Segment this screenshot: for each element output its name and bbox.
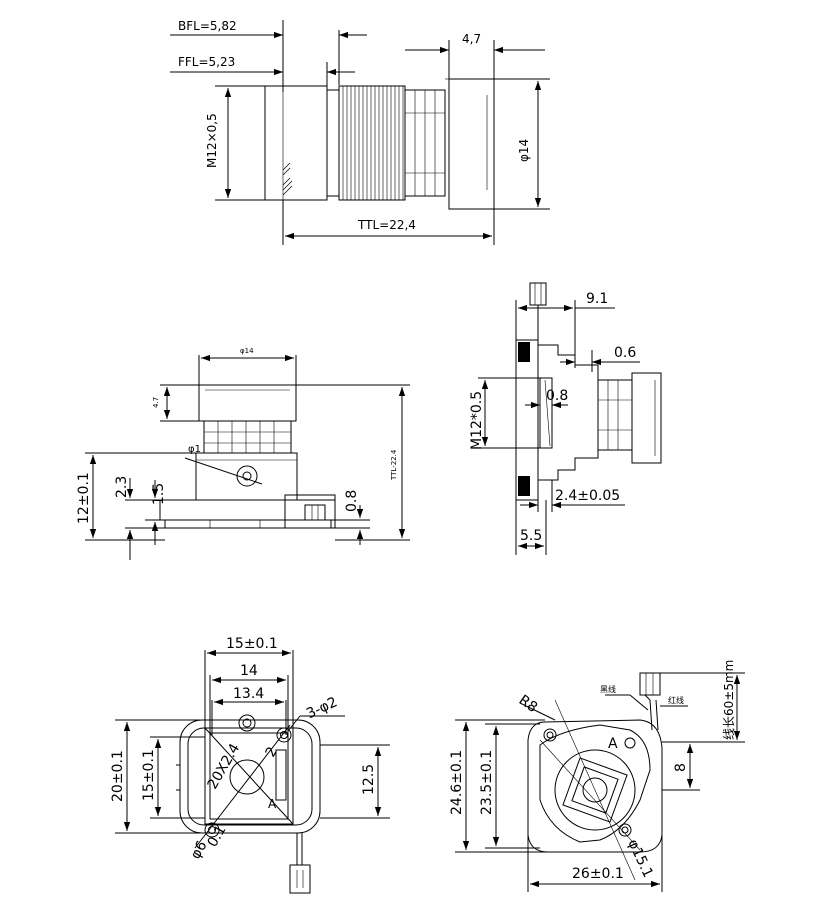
side-lens-top bbox=[198, 384, 297, 422]
side-connector bbox=[284, 494, 336, 529]
top-view: BFL=5,82 FFL=5,23 4,7 M12×0,5 φ14 TTL=22… bbox=[170, 19, 550, 245]
rear-w26-label: 26±0.1 bbox=[572, 866, 624, 882]
side-ribbed-ring bbox=[203, 420, 292, 454]
rear-board bbox=[527, 719, 663, 853]
side-height-label: 4.7 bbox=[152, 397, 160, 408]
side-pcb bbox=[159, 499, 336, 521]
rear-a-label: A bbox=[608, 736, 618, 752]
rear-h8-label: 8 bbox=[673, 763, 689, 772]
front-sensor bbox=[229, 759, 265, 795]
section-d06-label: 0.6 bbox=[614, 345, 636, 361]
side-diameter-label: φ14 bbox=[240, 347, 254, 355]
front-h20-label: 20±0.1 bbox=[110, 750, 126, 802]
front-w15-label: 15±0.1 bbox=[226, 636, 278, 652]
lens-rear-body bbox=[264, 85, 328, 201]
side-h08-label: 0.8 bbox=[344, 490, 360, 512]
section-thread-label: M12*0.5 bbox=[469, 391, 485, 450]
front-holes-label: 3-φ2 bbox=[304, 694, 340, 722]
lens-front bbox=[448, 78, 495, 210]
section-connector bbox=[529, 282, 547, 306]
side-view: φ14 4.7 TTL-22.4 12±0.1 2.3 1.5 bbox=[76, 347, 410, 560]
bfl-label: BFL=5,82 bbox=[178, 19, 237, 33]
front-holder-square bbox=[204, 727, 294, 825]
section-lens bbox=[597, 379, 633, 451]
thread-lines bbox=[342, 86, 404, 200]
rear-aperture bbox=[562, 757, 628, 823]
front-connector bbox=[289, 864, 311, 894]
front-view-holder: 15±0.1 14 13.4 3-φ2 20±0.1 15±0.1 bbox=[110, 636, 390, 894]
section-d08-label: 0.8 bbox=[546, 388, 568, 404]
front-w14-label: 14 bbox=[240, 663, 258, 679]
front-h15-label: 15±0.1 bbox=[141, 749, 157, 801]
section-holder bbox=[537, 344, 599, 481]
diameter-label: φ14 bbox=[517, 139, 531, 162]
rear-h235-label: 23.5±0.1 bbox=[479, 750, 495, 815]
rear-connector bbox=[639, 672, 661, 696]
ffl-label: FFL=5,23 bbox=[178, 55, 235, 69]
front-h125-label: 12.5 bbox=[361, 764, 377, 795]
thread-label: M12×0,5 bbox=[205, 113, 219, 168]
side-dia-small-label: φ1 bbox=[188, 444, 201, 455]
section-d91-label: 9.1 bbox=[586, 291, 608, 307]
width-label: 4,7 bbox=[462, 32, 481, 46]
side-h23-label: 2.3 bbox=[114, 476, 130, 498]
rear-r8-label: R8 bbox=[516, 692, 540, 716]
rear-view: R8 黑线 红线 线长60±5mm 8 24.6±0.1 23.5±0.1 bbox=[449, 660, 745, 892]
rear-dia151-label: φ15.1 bbox=[624, 837, 656, 880]
ttl-label: TTL=22,4 bbox=[357, 218, 416, 232]
section-d55-label: 5.5 bbox=[520, 528, 542, 544]
rear-hatch bbox=[282, 162, 293, 196]
side-ttl-label: TTL-22.4 bbox=[390, 449, 398, 481]
side-h12-label: 12±0.1 bbox=[76, 472, 92, 524]
front-dia6-label: φ6 bbox=[188, 838, 211, 862]
rear-red-wire: 红线 bbox=[668, 695, 684, 705]
front-w134-label: 13.4 bbox=[233, 686, 264, 702]
rear-wire-length: 线长60±5mm bbox=[722, 660, 736, 740]
front-a-label: A bbox=[268, 797, 277, 811]
section-view: 9.1 0.6 M12*0.5 0.8 2.4±0.05 5.5 bbox=[469, 282, 662, 555]
side-h15-label: 1.5 bbox=[151, 483, 167, 505]
section-lens-front bbox=[631, 372, 662, 464]
rear-black-wire: 黑线 bbox=[600, 684, 616, 694]
rear-holder bbox=[539, 724, 651, 843]
section-d24-label: 2.4±0.05 bbox=[555, 488, 620, 504]
rear-h246-label: 24.6±0.1 bbox=[449, 750, 465, 815]
